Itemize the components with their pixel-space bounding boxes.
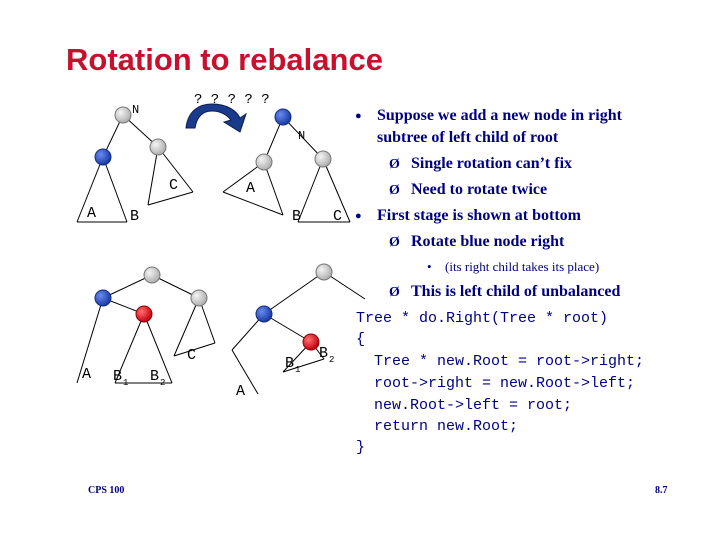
sub-sub-bullet-item: • (its right child takes its place)	[427, 257, 599, 277]
red-node	[302, 333, 320, 351]
bullet-text: subtree of left child of root	[377, 129, 559, 146]
code-line: root->right = new.Root->left;	[356, 375, 636, 392]
rotation-arrow-icon	[185, 103, 247, 133]
label-b2-sub: 2	[329, 355, 334, 365]
label-a: A	[82, 366, 91, 383]
label-b: B	[130, 208, 139, 225]
blue-node	[94, 289, 112, 307]
code-line: Tree * new.Root = root->right;	[356, 353, 645, 370]
label-n: N	[298, 129, 305, 143]
label-b: B	[292, 208, 301, 225]
root-node	[143, 266, 161, 284]
label-a: A	[236, 383, 245, 400]
arrow-bullet-icon: Ø	[389, 235, 400, 250]
blue-node	[274, 108, 292, 126]
label-a: A	[246, 180, 255, 197]
top-right-tree: N A B C	[222, 108, 351, 225]
label-b1-sub: 1	[123, 378, 128, 388]
label-b2: B	[319, 345, 328, 362]
code-line: Tree * do.Right(Tree * root)	[356, 310, 609, 327]
sub-bullet-item: Ø Need to rotate twice	[389, 180, 547, 201]
footer-page-number: 8.7	[655, 485, 668, 496]
sub-bullet-item: Ø This is left child of unbalanced	[389, 282, 620, 303]
sub-bullet-item: Ø Rotate blue node right	[389, 232, 564, 253]
bullet-marker: •	[427, 259, 432, 274]
bullet-text: First stage is shown at bottom	[377, 207, 581, 224]
bullet-item-continued: subtree of left child of root	[377, 128, 558, 148]
footer-course: CPS 100	[88, 485, 125, 496]
bottom-right-tree: A B 1 B 2	[231, 263, 366, 400]
sub-bullet-item: Ø Single rotation can’t fix	[389, 154, 572, 175]
bullet-text: Suppose we add a new node in right	[377, 107, 622, 124]
arrow-bullet-icon: Ø	[389, 285, 400, 300]
label-b1-sub: 1	[295, 365, 300, 375]
bullet-item: ● Suppose we add a new node in right	[355, 106, 622, 126]
top-left-tree: N A B C	[76, 103, 194, 225]
bullet-text: This is left child of unbalanced	[411, 283, 621, 300]
code-line: return new.Root;	[356, 418, 519, 435]
blue-node	[255, 305, 273, 323]
label-n: N	[132, 103, 139, 117]
bullet-text: Rotate blue node right	[411, 233, 565, 250]
bullet-item: ● First stage is shown at bottom	[355, 206, 581, 226]
gray-node	[149, 138, 167, 156]
code-line: new.Root->left = root;	[356, 397, 573, 414]
root-node	[114, 106, 132, 124]
root-node	[315, 263, 333, 281]
label-c: C	[169, 177, 178, 194]
code-line: {	[356, 331, 366, 348]
arrow-bullet-icon: Ø	[389, 183, 400, 198]
red-node	[135, 305, 153, 323]
bullet-text: (its right child takes its place)	[445, 259, 600, 274]
arrow-bullet-icon: Ø	[389, 157, 400, 172]
blue-node	[94, 148, 112, 166]
gray-node	[190, 289, 208, 307]
label-b1: B	[285, 355, 294, 372]
rotation-question: ? ? ? ? ?	[194, 92, 270, 108]
label-c: C	[333, 208, 342, 225]
gray-node	[314, 150, 332, 168]
bullet-marker: ●	[355, 110, 362, 123]
bullet-text: Need to rotate twice	[411, 181, 548, 198]
bottom-left-tree: A B 1 B 2 C	[76, 266, 216, 388]
label-b2: B	[150, 368, 159, 385]
label-a: A	[87, 205, 96, 222]
label-b2-sub: 2	[160, 378, 165, 388]
gray-node	[255, 153, 273, 171]
label-c: C	[187, 347, 196, 364]
slide-title: Rotation to rebalance	[66, 42, 383, 77]
label-b1: B	[113, 368, 122, 385]
bullet-text: Single rotation can’t fix	[411, 155, 573, 172]
bullet-marker: ●	[355, 210, 362, 223]
code-line: }	[356, 439, 366, 456]
